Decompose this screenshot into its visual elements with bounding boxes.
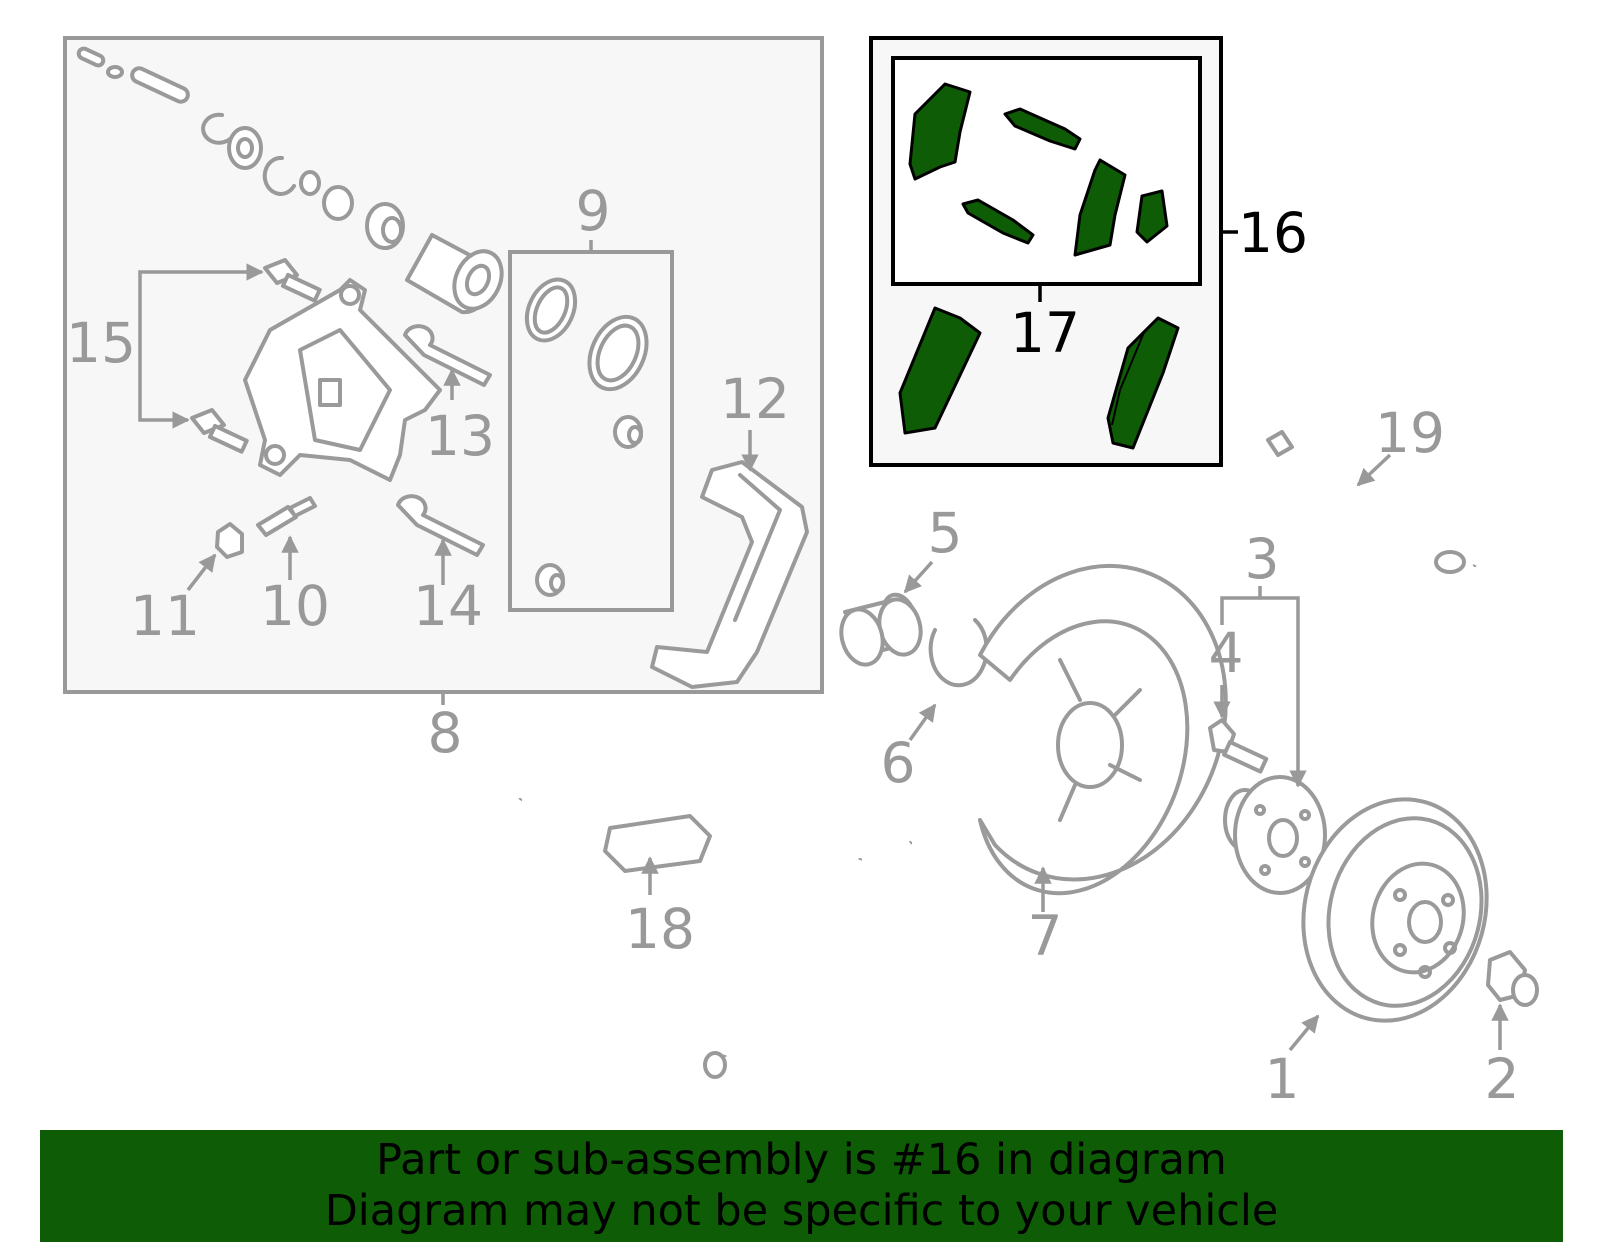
brake-hose <box>1266 430 1493 574</box>
sensor-harness <box>502 798 912 1079</box>
callout-11: 11 <box>130 584 200 648</box>
callout-12: 12 <box>720 367 790 431</box>
callout-8: 8 <box>428 701 463 765</box>
callout-13: 13 <box>425 404 495 468</box>
callout-1: 1 <box>1265 1047 1300 1111</box>
callout-16: 16 <box>1238 201 1308 265</box>
leader-lines <box>138 230 1509 1052</box>
callout-19: 19 <box>1375 401 1445 465</box>
callout-18: 18 <box>625 897 695 961</box>
snap-ring <box>928 618 989 688</box>
callout-4: 4 <box>1209 621 1244 685</box>
banner-line-1: Part or sub-assembly is #16 in diagram <box>376 1135 1227 1185</box>
bearing <box>839 592 923 667</box>
lug-nut <box>1486 950 1539 1007</box>
callout-2: 2 <box>1485 1047 1520 1111</box>
bleeder-and-cap <box>215 496 317 559</box>
info-banner: Part or sub-assembly is #16 in diagram D… <box>40 1130 1563 1242</box>
seal-kit-parts <box>524 277 649 597</box>
caliper-small-parts <box>76 46 504 315</box>
callout-9: 9 <box>576 179 611 243</box>
callout-3: 3 <box>1245 527 1280 591</box>
dust-shield <box>978 563 1228 896</box>
hub <box>1223 775 1327 895</box>
rotor <box>1301 797 1489 1023</box>
callout-5: 5 <box>928 501 963 565</box>
caliper-body <box>243 278 442 482</box>
hardware-kit-parts <box>908 82 1169 257</box>
guide-pins <box>396 324 492 557</box>
caliper-bracket <box>650 460 809 689</box>
brake-pads <box>898 306 1180 450</box>
caliper-bolts <box>190 258 322 454</box>
callout-17: 17 <box>1010 301 1080 365</box>
callout-10: 10 <box>260 574 330 638</box>
callout-6: 6 <box>881 731 916 795</box>
callout-14: 14 <box>413 574 483 638</box>
callout-7: 7 <box>1028 904 1063 968</box>
callout-15: 15 <box>66 311 136 375</box>
wheel-stud <box>1208 718 1269 774</box>
banner-line-2: Diagram may not be specific to your vehi… <box>324 1186 1279 1236</box>
